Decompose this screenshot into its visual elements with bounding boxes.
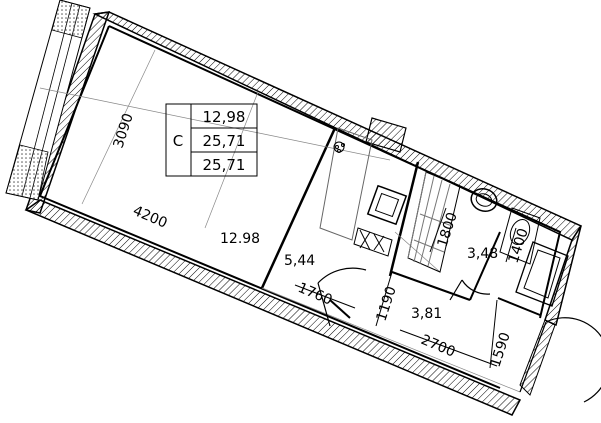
room-area-bathroom: 3,48 [467,246,498,262]
exterior-walls [24,11,583,416]
area-table-row-2: 25,71 [203,132,246,150]
window-left [5,0,91,201]
area-table-cell-3 [190,151,258,177]
dimension-1800: 1800 [435,210,461,249]
reference-lines [39,49,521,393]
interior-walls [38,25,562,389]
dimension-1190: 1190 [374,284,400,323]
room-area-kitchen: 5,44 [284,253,315,269]
bathroom-fixtures [407,171,569,307]
area-table-row-1: 12,98 [203,108,246,126]
kitchen-fixtures [319,127,408,257]
room-area-hall: 3,81 [411,306,442,322]
area-table-row-3: 25,71 [203,156,246,174]
dimension-3090: 3090 [111,111,137,150]
area-table: С 12,98 25,71 25,71 [165,103,258,177]
vent-shaft [365,117,407,153]
dimension-4200: 4200 [130,203,169,232]
entrance-niche [519,319,556,396]
room-area-living: 12.98 [220,231,260,247]
dimension-1590: 1590 [488,330,514,369]
dimension-1400: 1400 [506,226,532,265]
area-table-tag: С [173,132,183,150]
dimension-lines [294,207,517,369]
